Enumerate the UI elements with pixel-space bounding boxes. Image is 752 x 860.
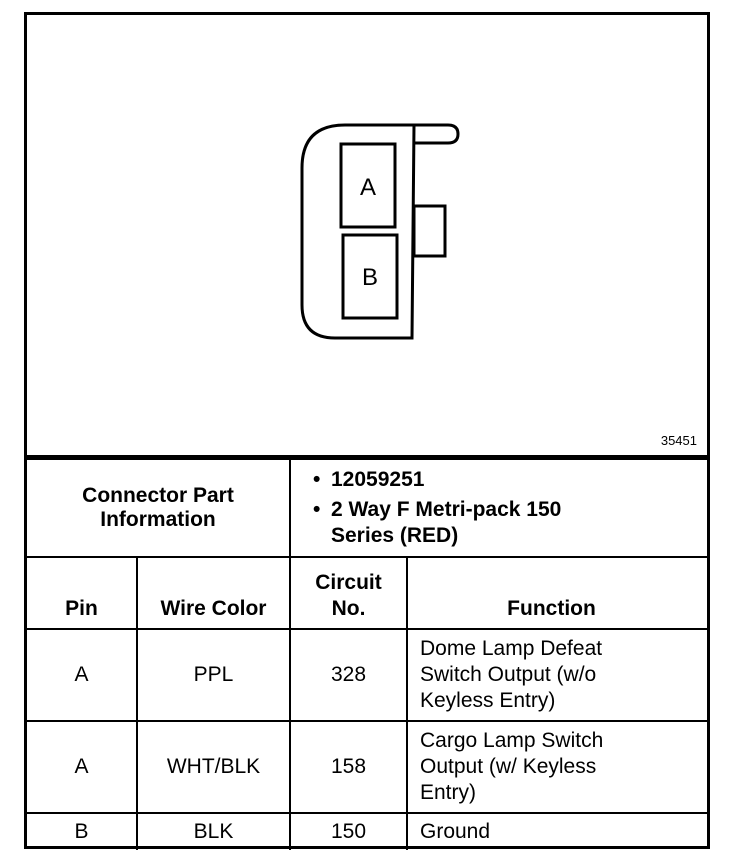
cell-function: Cargo Lamp Switch Output (w/ Keyless Ent…: [406, 720, 707, 814]
cell-function: Dome Lamp Defeat Switch Output (w/o Keyl…: [406, 628, 707, 722]
table-row: B BLK 150 Ground: [27, 812, 707, 850]
connector-part-number: •12059251: [313, 468, 425, 491]
connector-info-list: •12059251 •2 Way F Metri-pack 150 Series…: [289, 458, 707, 558]
cell-wire-color: BLK: [136, 812, 291, 850]
header-pin: Pin: [27, 556, 138, 630]
connector-table: Connector Part Information •12059251 •2 …: [27, 458, 707, 850]
table-header-row: Pin Wire Color Circuit No. Function: [27, 556, 707, 630]
pin-label-b: B: [362, 264, 378, 291]
header-function: Function: [406, 556, 707, 630]
connector-latch-tab: [414, 123, 460, 145]
cell-pin: A: [27, 628, 138, 722]
connector-end-view-chart: A B 35451 Connector Part Information •12…: [24, 12, 710, 850]
connector-info-row: Connector Part Information •12059251 •2 …: [27, 458, 707, 558]
cell-pin: B: [27, 812, 138, 850]
connector-info-label: Connector Part Information: [27, 458, 291, 558]
cell-circuit: 150: [289, 812, 408, 850]
connector-body: [300, 123, 416, 340]
connector-type: •2 Way F Metri-pack 150 Series (RED): [313, 498, 562, 547]
figure-id: 35451: [660, 433, 697, 448]
cell-function: Ground: [406, 812, 707, 850]
connector-side-key: [412, 204, 447, 258]
pin-cavity-a: [339, 142, 397, 229]
connector-diagram: A B 35451: [27, 15, 707, 458]
pin-label-a: A: [360, 174, 376, 201]
connector-drawing: A B: [300, 123, 460, 340]
cell-pin: A: [27, 720, 138, 814]
pin-cavity-b: [341, 233, 399, 320]
header-wire-color: Wire Color: [136, 556, 291, 630]
cell-circuit: 158: [289, 720, 408, 814]
cell-wire-color: WHT/BLK: [136, 720, 291, 814]
table-row: A PPL 328 Dome Lamp Defeat Switch Output…: [27, 628, 707, 722]
cell-wire-color: PPL: [136, 628, 291, 722]
header-circuit: Circuit No.: [289, 556, 408, 630]
table-row: A WHT/BLK 158 Cargo Lamp Switch Output (…: [27, 720, 707, 814]
cell-circuit: 328: [289, 628, 408, 722]
